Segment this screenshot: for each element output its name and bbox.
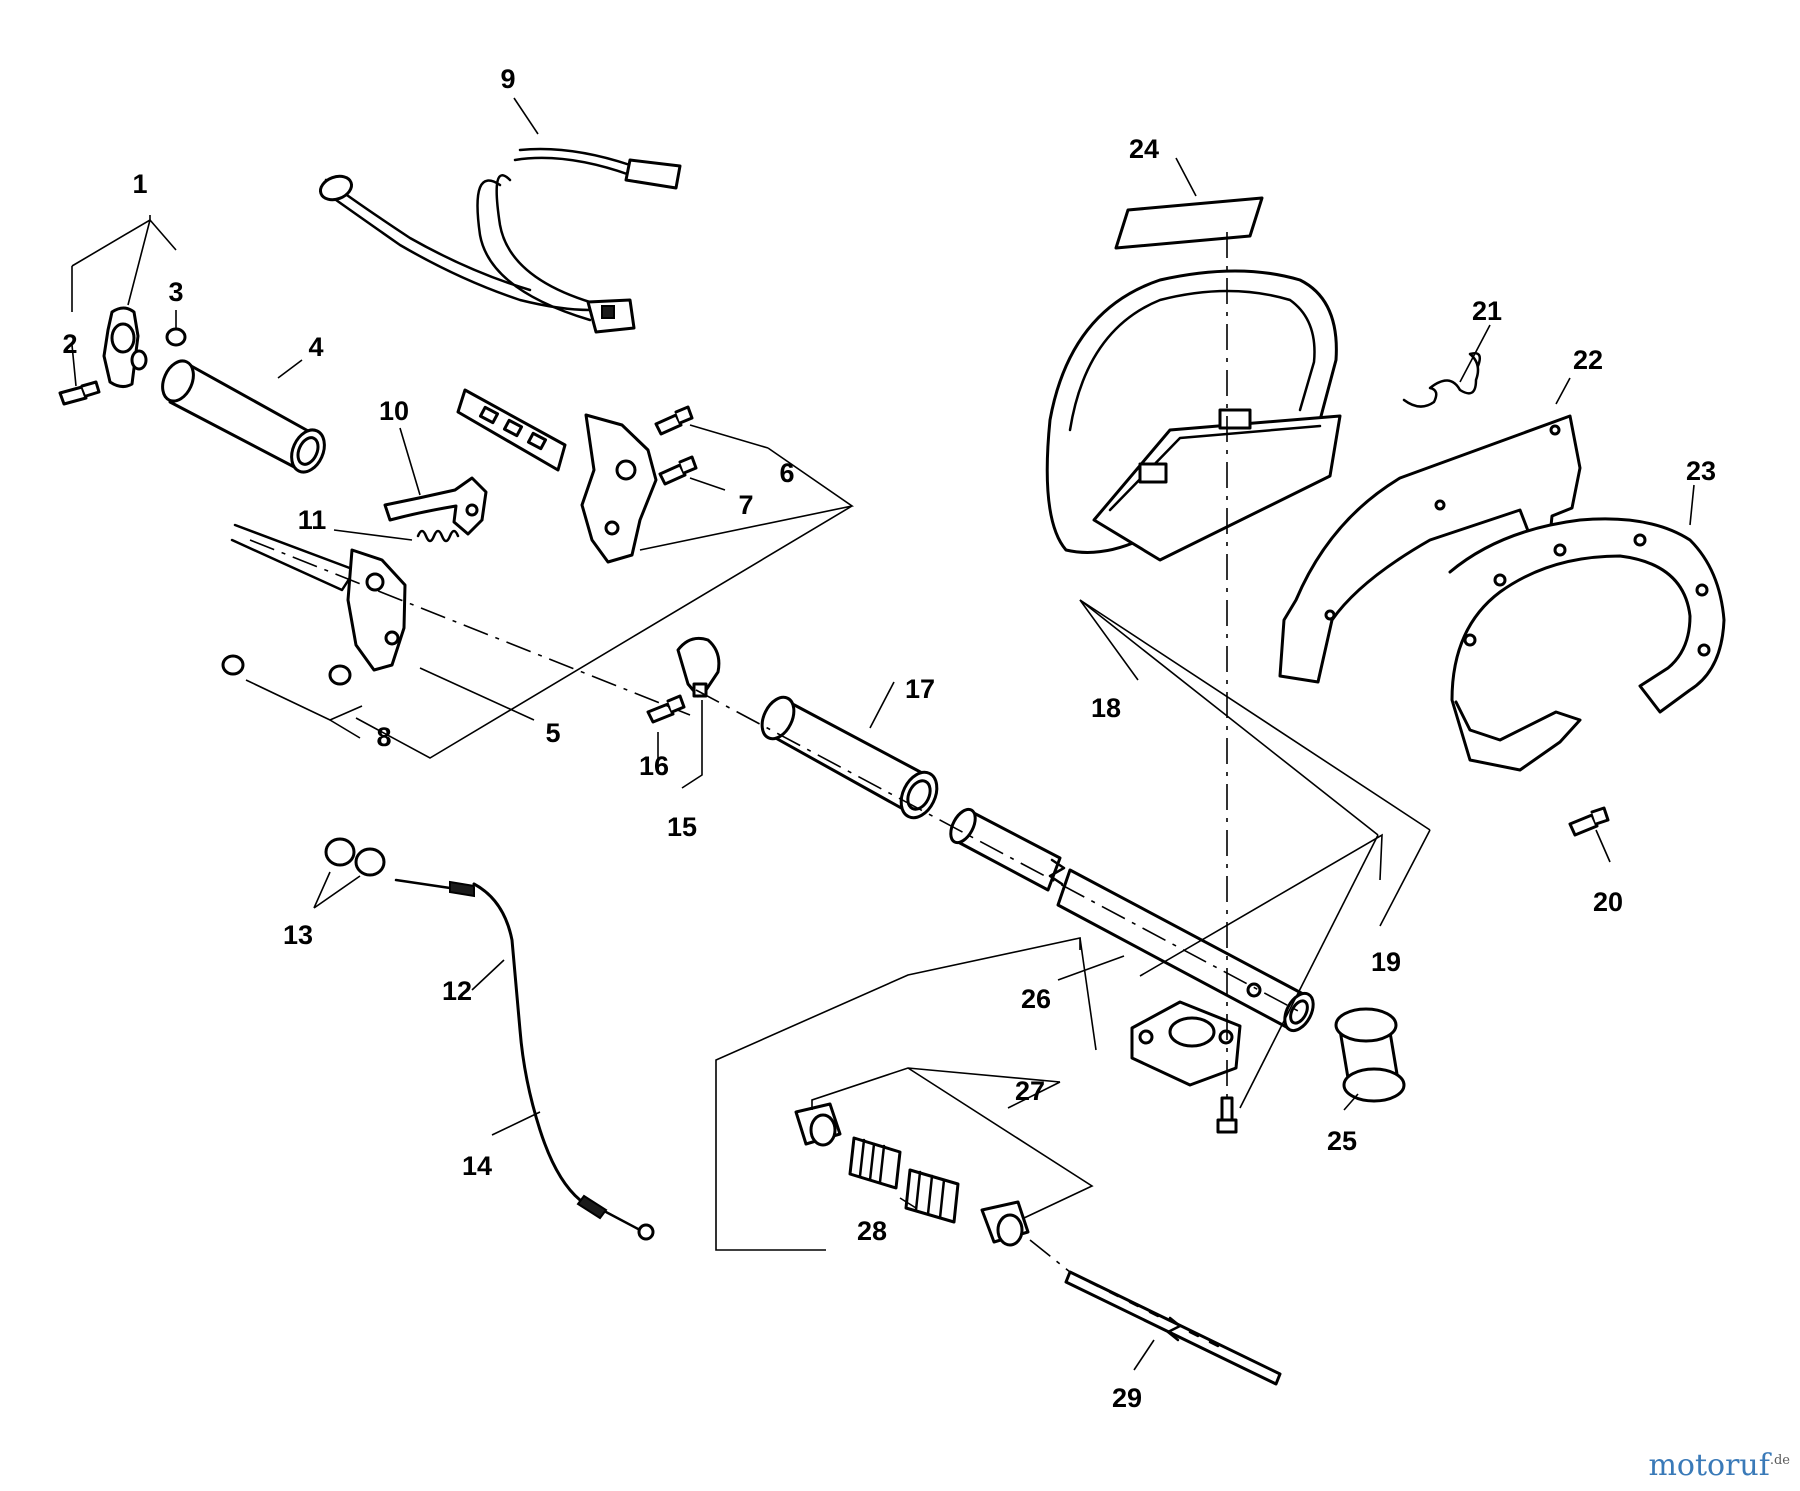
callout-numbers: 1 2 3 4 5 6 7 8 9 10 11 12 13 14 15 16 1… (62, 64, 1716, 1413)
part-wiring-harness (319, 147, 682, 334)
part-drive-shaft-29 (1064, 1270, 1282, 1386)
callout-12: 12 (442, 976, 472, 1006)
part-label-24 (1114, 196, 1264, 250)
callout-11: 11 (298, 505, 327, 535)
callout-14: 14 (462, 1151, 492, 1181)
watermark-suffix: .de (1769, 1453, 1790, 1468)
callout-20: 20 (1593, 887, 1623, 917)
part-nut-13a (324, 837, 356, 867)
part-screw-2 (58, 380, 101, 406)
callout-19: 19 (1371, 947, 1401, 977)
part-nut-13b (354, 847, 386, 877)
callout-7: 7 (738, 490, 753, 520)
callout-24: 24 (1129, 134, 1159, 164)
callout-18: 18 (1091, 693, 1121, 723)
part-splined-sleeves-28 (848, 1136, 960, 1224)
watermark-text: motoruf (1648, 1448, 1770, 1483)
part-nut-8b (328, 664, 352, 686)
part-nut-3 (165, 327, 187, 347)
part-spring-11 (416, 529, 460, 543)
part-throttle-trigger (383, 476, 488, 536)
part-clamp-15 (676, 636, 721, 698)
callout-23: 23 (1686, 456, 1716, 486)
callout-6: 6 (779, 458, 794, 488)
callout-21: 21 (1472, 296, 1502, 326)
part-bolt-19 (1216, 1096, 1238, 1134)
part-screw-16 (646, 694, 686, 724)
callout-28: 28 (857, 1216, 887, 1246)
callout-17: 17 (905, 674, 935, 704)
part-handle-clamp (102, 306, 148, 389)
part-main-shaft-26 (949, 807, 1315, 1033)
callout-26: 26 (1021, 984, 1051, 1014)
callout-8: 8 (376, 722, 391, 752)
callout-22: 22 (1573, 345, 1603, 375)
callout-25: 25 (1327, 1126, 1357, 1156)
part-bushing-25 (1334, 1007, 1406, 1103)
part-shaft-bushings-27 (794, 1102, 1030, 1247)
callout-1: 1 (132, 169, 147, 199)
callout-3: 3 (168, 277, 183, 307)
part-throttle-cable (394, 878, 655, 1241)
axis-line-29 (1029, 1239, 1071, 1273)
callout-10: 10 (379, 396, 409, 426)
callout-9: 9 (500, 64, 515, 94)
part-shield-18 (1045, 269, 1342, 562)
callout-29: 29 (1112, 1383, 1142, 1413)
axis-line-shaft (695, 689, 1301, 1013)
watermark: motoruf.de (1648, 1448, 1790, 1483)
leader-lines (71, 97, 1695, 1371)
callout-4: 4 (308, 332, 323, 362)
part-guard-frame-23 (1448, 517, 1726, 772)
callout-27: 27 (1015, 1076, 1045, 1106)
part-screw-7 (658, 455, 698, 486)
part-nut-8a (221, 654, 245, 676)
part-mount-block-19 (1130, 1000, 1242, 1087)
motoruf-logo: motoruf.de (1648, 1448, 1790, 1483)
part-grip-tube-4 (161, 359, 326, 474)
callout-2: 2 (62, 329, 77, 359)
callout-13: 13 (283, 920, 313, 950)
part-screw-6 (654, 405, 694, 436)
part-sleeve-17 (760, 695, 939, 820)
axis-line-handle (249, 539, 691, 716)
callout-5: 5 (545, 718, 560, 748)
callout-16: 16 (639, 751, 669, 781)
part-clip-21 (1402, 352, 1481, 408)
callout-15: 15 (667, 812, 697, 842)
part-handle-housing (230, 388, 658, 672)
part-screw-20 (1568, 806, 1610, 837)
